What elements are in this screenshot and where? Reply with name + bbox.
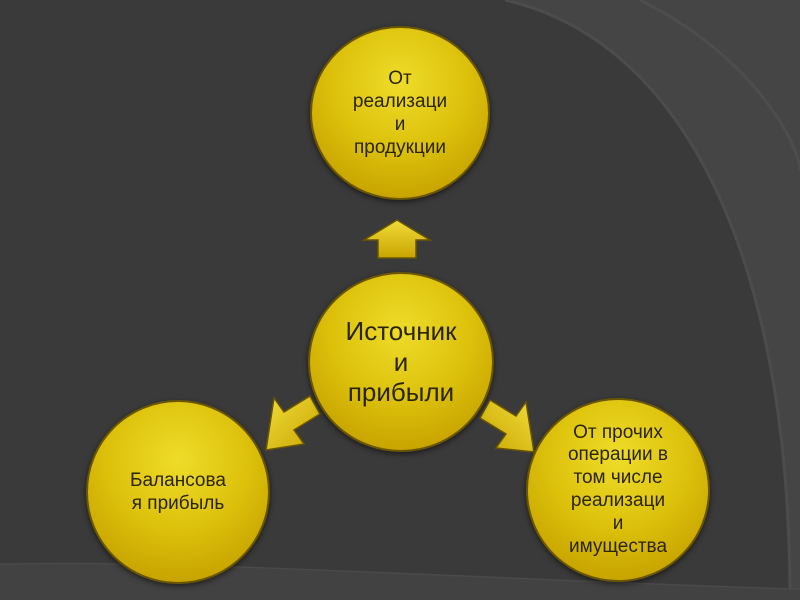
arrow-right [478, 398, 535, 453]
arrow-left [265, 394, 322, 451]
node-profit-sources-label: Источник и прибыли [345, 315, 457, 408]
node-other-operations-label: От прочих операции в том числе реализаци… [567, 421, 669, 557]
node-profit-sources: Источник и прибыли [308, 272, 494, 452]
node-product-sales-label: От реализаци и продукции [352, 67, 448, 159]
arrow-up [361, 219, 433, 259]
node-balance-profit: Балансова я прибыль [86, 400, 270, 584]
node-product-sales: От реализаци и продукции [310, 26, 490, 200]
node-other-operations: От прочих операции в том числе реализаци… [526, 398, 710, 582]
node-balance-profit-label: Балансова я прибыль [130, 469, 226, 514]
